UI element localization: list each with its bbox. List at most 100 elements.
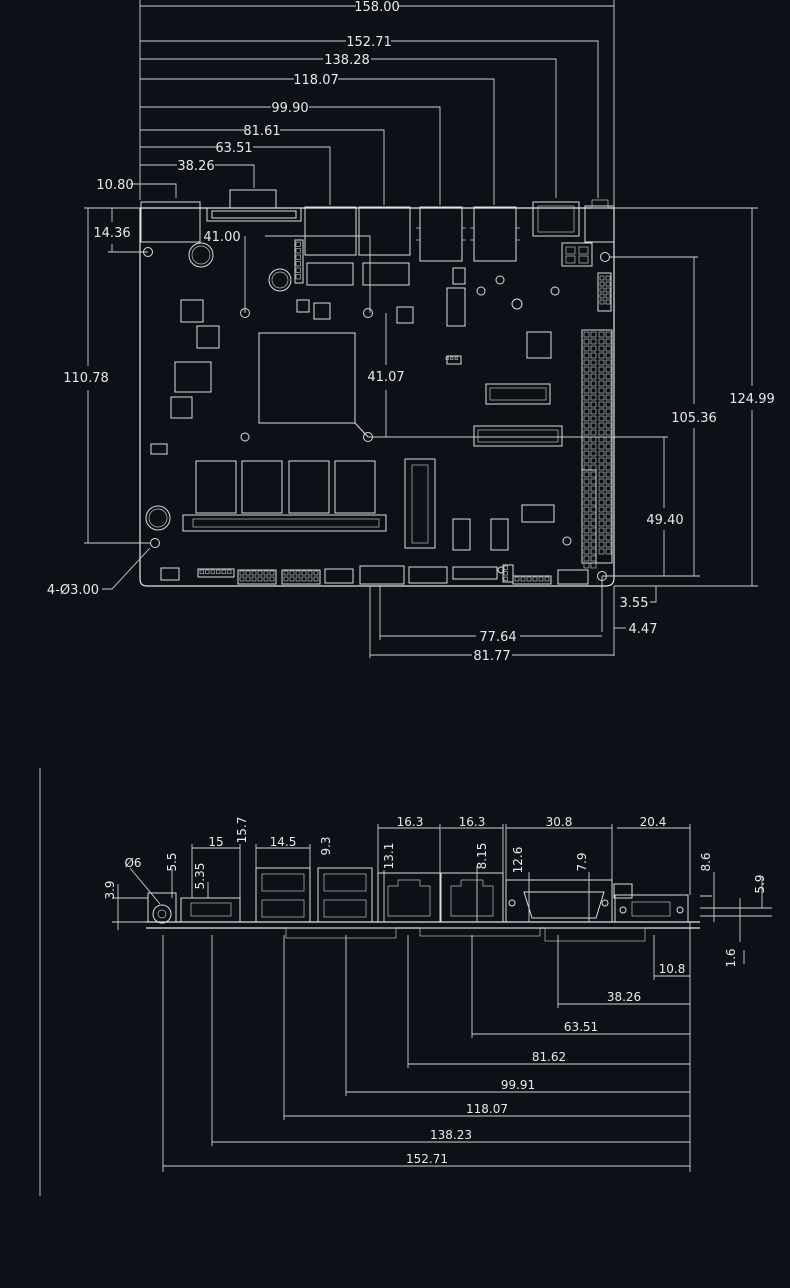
side-dim-7-9: 7.9 (575, 852, 589, 871)
pin (583, 534, 590, 541)
pin (598, 394, 605, 401)
side-dim-15-7: 15.7 (235, 817, 249, 844)
pin (590, 457, 597, 464)
pin (590, 352, 597, 359)
pin (583, 352, 590, 359)
pin (598, 464, 605, 471)
pin (605, 345, 612, 352)
pin (605, 457, 612, 464)
side-dim-20-4: 20.4 (640, 815, 667, 829)
bottom-dimension-lines (369, 586, 614, 658)
pin (605, 499, 612, 506)
pin (590, 359, 597, 366)
pin (590, 450, 597, 457)
pin (590, 506, 597, 513)
pin (583, 359, 590, 366)
pin (605, 534, 612, 541)
pin (605, 275, 611, 281)
pin (257, 576, 263, 582)
top-view: 158.00 152.71 138.28 118.07 99.90 81.61 … (47, 0, 775, 664)
pin (583, 429, 590, 436)
pin (283, 570, 289, 576)
pin (605, 331, 612, 338)
pin (590, 478, 597, 485)
side-dim-81-62: 81.62 (532, 1050, 566, 1064)
pin (538, 576, 544, 582)
pin (598, 429, 605, 436)
pin (251, 576, 257, 582)
dim-110-78: 110.78 (63, 371, 109, 386)
side-dim-phi6: Ø6 (124, 856, 141, 870)
pin (590, 499, 597, 506)
pin (598, 373, 605, 380)
pin (283, 576, 289, 582)
pin (598, 492, 605, 499)
pin (590, 345, 597, 352)
pin (590, 464, 597, 471)
pin (307, 570, 313, 576)
pin (605, 415, 612, 422)
pin (590, 562, 597, 569)
side-dim-5-35: 5.35 (193, 863, 207, 890)
pin (583, 485, 590, 492)
dim-138-28: 138.28 (324, 53, 370, 68)
pin (598, 380, 605, 387)
pin (205, 569, 210, 574)
pin (583, 520, 590, 527)
pin (605, 520, 612, 527)
pin (605, 471, 612, 478)
side-dim-30-8: 30.8 (546, 815, 573, 829)
pin (590, 555, 597, 562)
pin (598, 548, 605, 555)
pin (583, 422, 590, 429)
right-dimension-lines (601, 207, 758, 656)
pin (590, 394, 597, 401)
pin (598, 422, 605, 429)
pin (454, 356, 458, 360)
pin (599, 287, 605, 293)
side-dim-13-1: 13.1 (382, 843, 396, 870)
pin (520, 576, 526, 582)
pin (605, 338, 612, 345)
pin (599, 281, 605, 287)
side-dim-5-5: 5.5 (165, 852, 179, 871)
pin (605, 401, 612, 408)
pin (605, 387, 612, 394)
pin (289, 570, 295, 576)
pin (598, 513, 605, 520)
pin (583, 331, 590, 338)
pin (245, 576, 251, 582)
pin (583, 513, 590, 520)
pin-headers (199, 241, 612, 582)
pin (295, 267, 301, 273)
pin (199, 569, 204, 574)
pin (295, 241, 301, 247)
pin (583, 457, 590, 464)
side-connectors (147, 867, 689, 942)
dim-158: 158.00 (354, 0, 400, 15)
pin (210, 569, 215, 574)
pin (301, 570, 307, 576)
pin (590, 338, 597, 345)
pin (590, 380, 597, 387)
pin (598, 359, 605, 366)
side-dim-3-9: 3.9 (103, 880, 117, 899)
top-dimension-lines (130, 0, 615, 208)
pin (295, 274, 301, 280)
pin (590, 534, 597, 541)
pin (583, 506, 590, 513)
pin (503, 565, 508, 570)
pin (532, 576, 538, 582)
pin (605, 548, 612, 555)
pin (598, 443, 605, 450)
side-dim-12-6: 12.6 (511, 847, 525, 874)
pin (598, 387, 605, 394)
pin (605, 513, 612, 520)
pin (605, 506, 612, 513)
pin (590, 471, 597, 478)
board-components (145, 239, 613, 585)
pin (598, 401, 605, 408)
pin (526, 576, 532, 582)
side-dim-152-71: 152.71 (406, 1152, 448, 1166)
